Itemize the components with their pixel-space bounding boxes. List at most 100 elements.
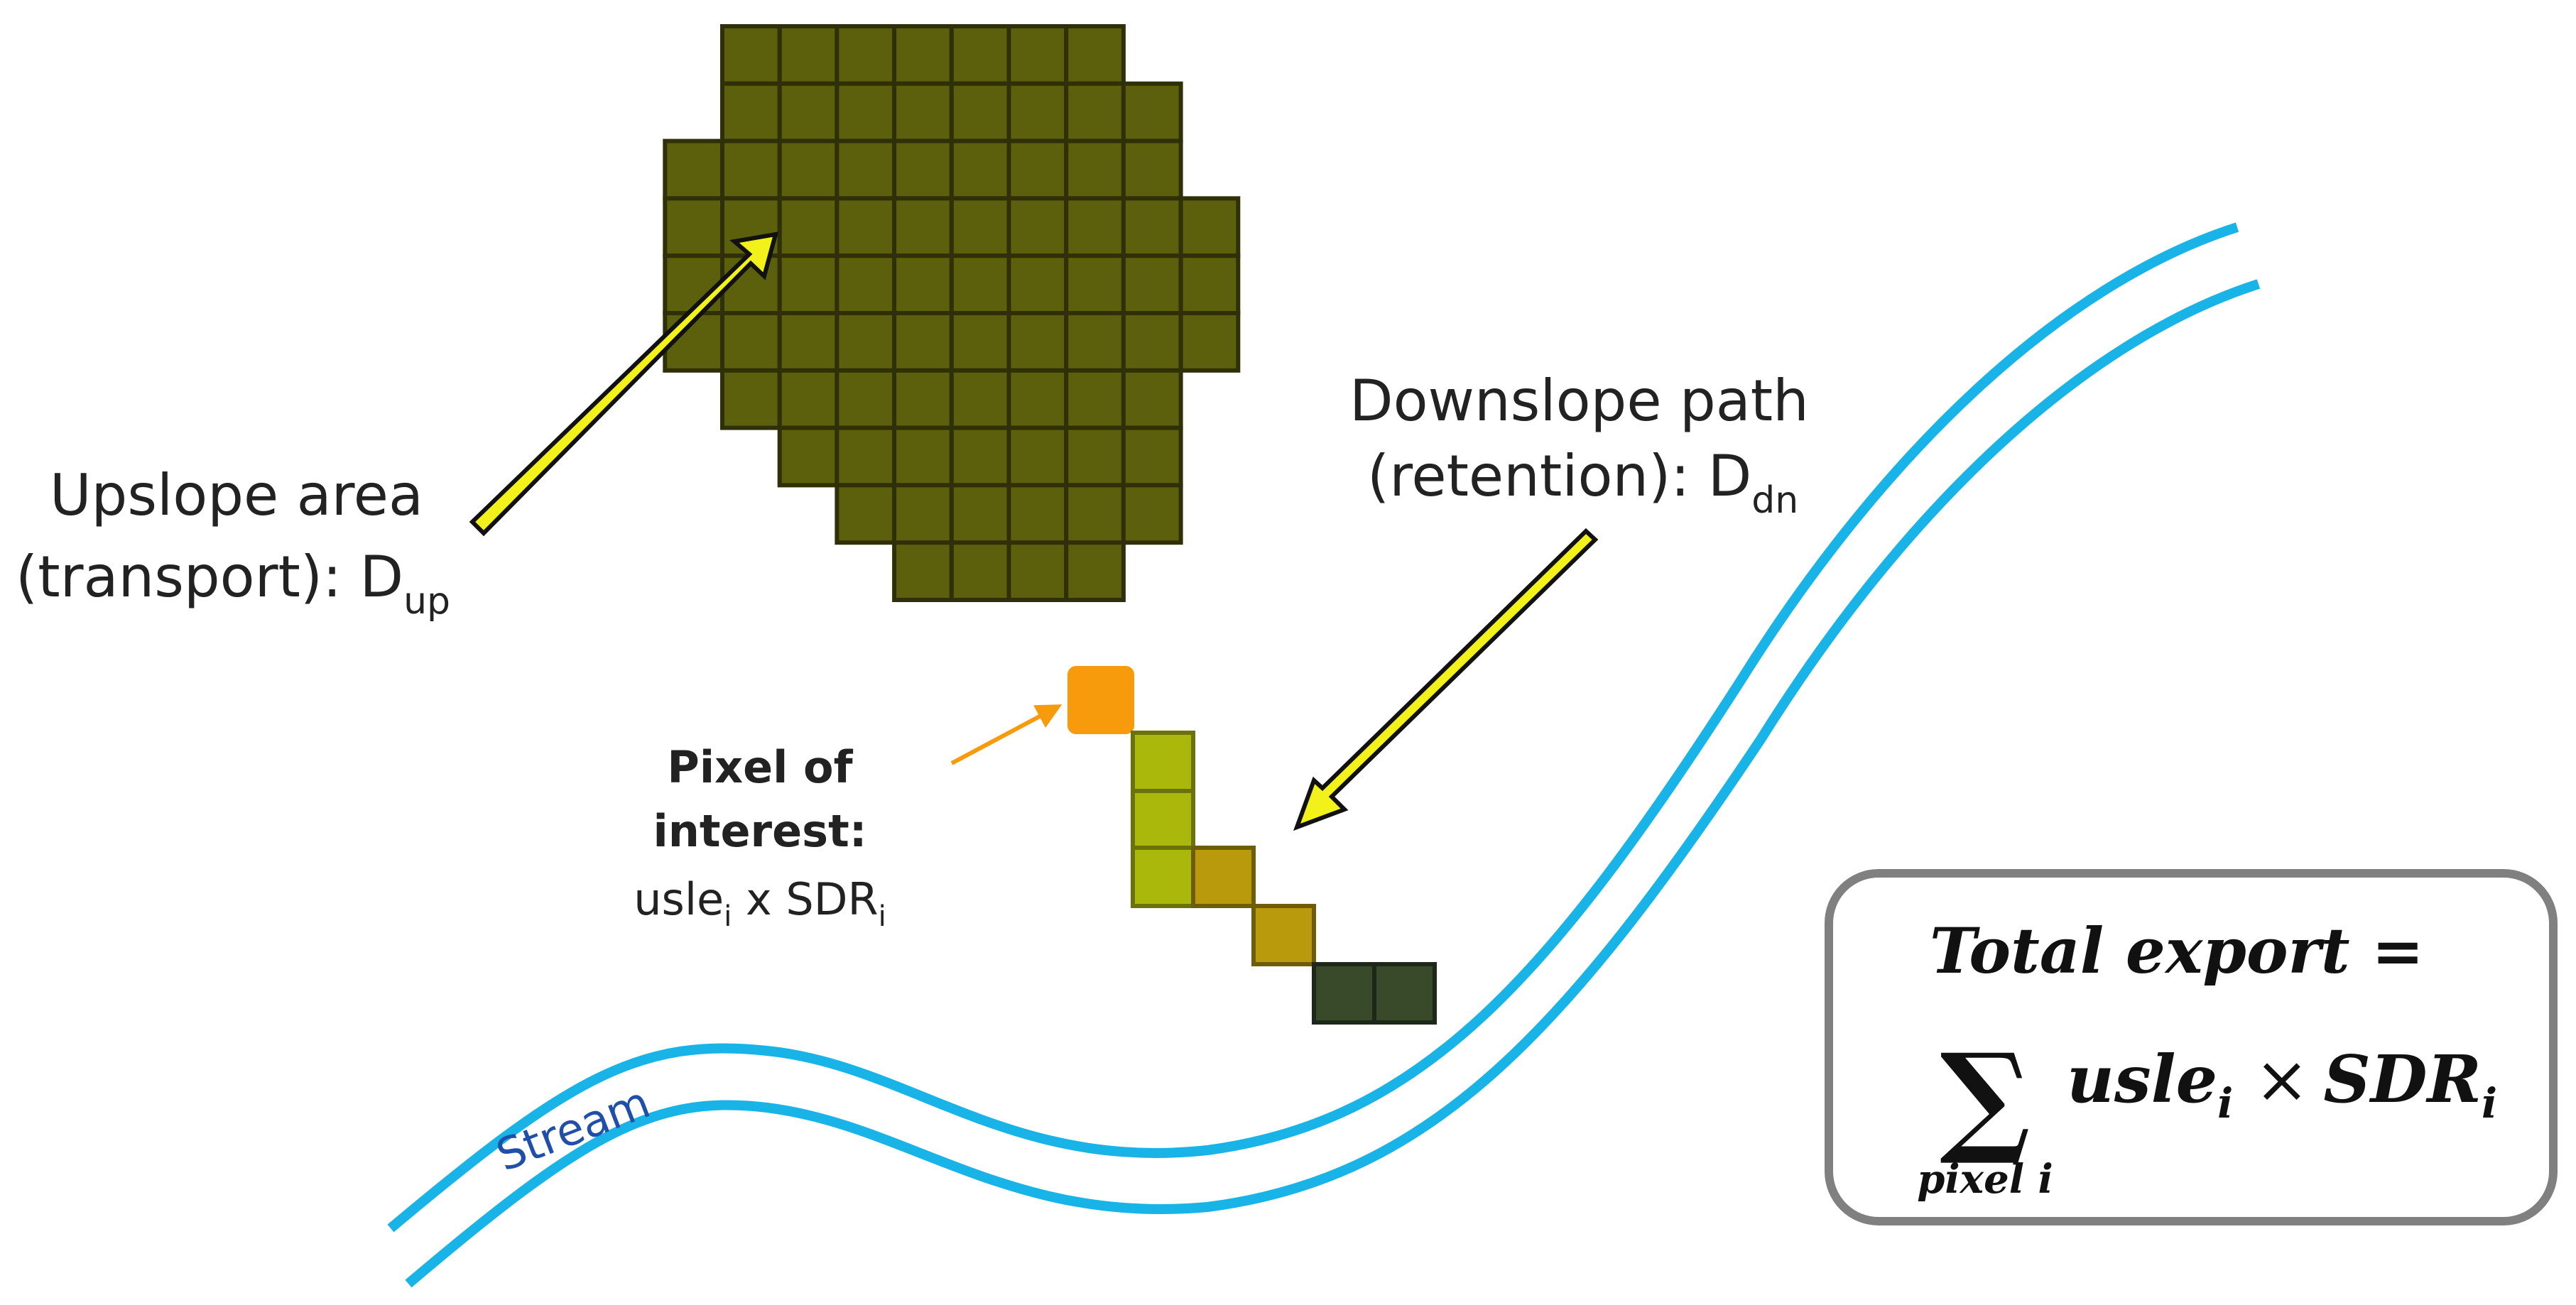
upslope-cell [892, 311, 954, 373]
upslope-cell [835, 368, 897, 430]
upslope-cell [835, 311, 897, 373]
upslope-cell [892, 253, 954, 316]
upslope-cell [777, 311, 839, 373]
upslope-cell [949, 311, 1011, 373]
downslope-cell [1312, 962, 1376, 1025]
summation-index: pixel i [1917, 1156, 2053, 1203]
upslope-cell [777, 81, 839, 143]
formula-usle-sub: i [2217, 1079, 2233, 1127]
upslope-label-main: (transport): D [16, 544, 403, 610]
upslope-cell [1064, 24, 1126, 86]
upslope-cell [949, 81, 1011, 143]
upslope-cell [1006, 196, 1069, 258]
upslope-cell [835, 425, 897, 488]
upslope-cell [1121, 483, 1183, 545]
upslope-cell [949, 483, 1011, 545]
downslope-arrow [1293, 528, 1599, 831]
upslope-cell [1121, 311, 1183, 373]
formula-sdr-sub: i [2482, 1079, 2497, 1127]
pixel-pointer-arrow [950, 704, 1063, 765]
upslope-cell [1006, 540, 1069, 603]
formula-times: × [2254, 1042, 2309, 1118]
upslope-cell [949, 540, 1011, 603]
upslope-cell [835, 196, 897, 258]
pixel-label-usle-sub: i [724, 900, 732, 933]
upslope-cell [1064, 81, 1126, 143]
upslope-cell [720, 368, 782, 430]
upslope-cell [892, 138, 954, 201]
upslope-cell [1064, 540, 1126, 603]
upslope-label-line2: (transport): Dup [16, 544, 450, 623]
downslope-cell [1131, 846, 1195, 908]
upslope-cell [1064, 368, 1126, 430]
upslope-cell [892, 540, 954, 603]
upslope-cell [1121, 253, 1183, 316]
upslope-cell [835, 138, 897, 201]
upslope-cell [949, 425, 1011, 488]
upslope-cell [777, 368, 839, 430]
upslope-cell [720, 311, 782, 373]
upslope-cell [1178, 311, 1241, 373]
upslope-cell [835, 81, 897, 143]
upslope-area-grid [663, 24, 1241, 603]
downslope-path [1067, 666, 1437, 1025]
upslope-cell [777, 196, 839, 258]
upslope-cell [1006, 368, 1069, 430]
upslope-label: Upslope area (transport): Dup [16, 462, 450, 623]
upslope-cell [777, 138, 839, 201]
upslope-cell [892, 196, 954, 258]
upslope-cell [835, 24, 897, 86]
upslope-cell [1064, 311, 1126, 373]
upslope-cell [1006, 81, 1069, 143]
downslope-label-line2: (retention): Ddn [1367, 443, 1798, 522]
upslope-cell [1121, 81, 1183, 143]
upslope-cell [663, 138, 724, 201]
formula-usle: usle [2067, 1041, 2217, 1118]
downslope-cell [1131, 731, 1195, 793]
upslope-cell [1006, 24, 1069, 86]
downslope-label-sub: dn [1751, 479, 1798, 522]
upslope-cell [1064, 253, 1126, 316]
upslope-cell [949, 368, 1011, 430]
stream-bank-upper [387, 222, 2239, 1233]
upslope-cell [949, 138, 1011, 201]
total-export-heading: Total export = [1930, 914, 2424, 988]
downslope-label-line1: Downslope path [1349, 368, 1809, 434]
stream-bank-lower [405, 279, 2261, 1288]
pixel-of-interest-cell [1067, 666, 1134, 734]
pixel-label-usle: usle [634, 873, 724, 925]
downslope-cell [1191, 846, 1256, 908]
upslope-cell [1178, 196, 1241, 258]
total-export-border [1825, 869, 2558, 1225]
upslope-cell [1006, 425, 1069, 488]
upslope-cell [1121, 138, 1183, 201]
upslope-label-sub: up [403, 580, 450, 623]
upslope-cell [835, 483, 897, 545]
upslope-cell [892, 425, 954, 488]
upslope-cell [1064, 138, 1126, 201]
downslope-cell [1251, 904, 1316, 966]
upslope-label-line1: Upslope area [50, 462, 423, 528]
total-export-box: Total export = ∑ uslei×SDRi pixel i [1825, 869, 2558, 1225]
downslope-cell [1372, 962, 1437, 1025]
upslope-cell [892, 483, 954, 545]
upslope-cell [720, 24, 782, 86]
upslope-cell [777, 24, 839, 86]
upslope-cell [1006, 483, 1069, 545]
upslope-cell [892, 81, 954, 143]
pixel-label-line2: interest: [653, 805, 866, 857]
upslope-cell [720, 81, 782, 143]
upslope-cell [1121, 425, 1183, 488]
downslope-cell [1131, 789, 1195, 850]
upslope-cell [892, 368, 954, 430]
upslope-cell [1006, 311, 1069, 373]
upslope-cell [949, 196, 1011, 258]
upslope-cell [1121, 196, 1183, 258]
upslope-cell [949, 253, 1011, 316]
downslope-label: Downslope path (retention): Ddn [1349, 368, 1809, 522]
upslope-cell [949, 24, 1011, 86]
upslope-cell [720, 138, 782, 201]
upslope-cell [1064, 483, 1126, 545]
upslope-cell [892, 24, 954, 86]
